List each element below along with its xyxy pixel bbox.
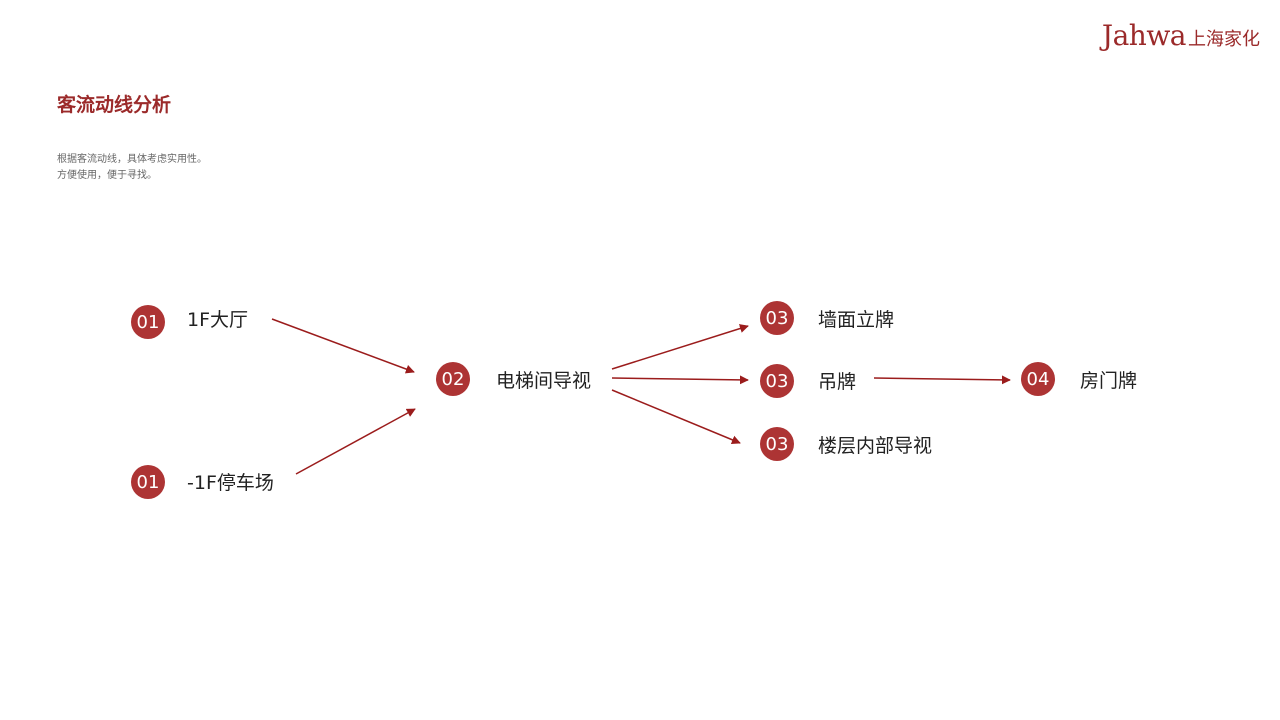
step-badge-wall-sign: 03 <box>760 301 794 335</box>
description-line-1: 根据客流动线，具体考虑实用性。 <box>57 154 207 165</box>
step-badge-door-plate: 04 <box>1021 362 1055 396</box>
node-label-floor-guide: 楼层内部导视 <box>818 435 933 457</box>
edge-arrow-elevator-to-floor-guide <box>611 389 741 445</box>
node-label-lobby: 1F大厅 <box>187 309 249 331</box>
edge-arrow-lobby-to-elevator <box>271 318 415 374</box>
step-badge-elevator: 02 <box>436 362 470 396</box>
node-label-elevator: 电梯间导视 <box>496 370 592 392</box>
node-label-door-plate: 房门牌 <box>1080 370 1138 392</box>
page-title: 客流动线分析 <box>57 94 172 116</box>
edge-arrow-parking-to-elevator <box>295 408 416 475</box>
description: 根据客流动线，具体考虑实用性。 方便使用，便于寻找。 <box>57 152 207 184</box>
logo-chinese-text: 上海家化 <box>1188 29 1260 50</box>
node-label-parking: -1F停车场 <box>187 472 274 494</box>
jahwa-logo: Jahwa 上海家化 <box>1102 22 1260 50</box>
edge-arrow-elevator-to-hanging-sign <box>611 375 749 385</box>
step-badge-hanging-sign: 03 <box>760 364 794 398</box>
node-label-hanging-sign: 吊牌 <box>818 371 857 393</box>
logo-latin-text: Jahwa <box>1101 19 1187 52</box>
description-line-2: 方便使用，便于寻找。 <box>57 170 157 181</box>
edge-arrow-hanging-sign-to-door-plate <box>873 375 1011 385</box>
step-badge-parking: 01 <box>131 465 165 499</box>
edge-arrow-elevator-to-wall-sign <box>611 324 749 370</box>
step-badge-floor-guide: 03 <box>760 427 794 461</box>
step-badge-lobby: 01 <box>131 305 165 339</box>
node-label-wall-sign: 墙面立牌 <box>818 309 895 331</box>
